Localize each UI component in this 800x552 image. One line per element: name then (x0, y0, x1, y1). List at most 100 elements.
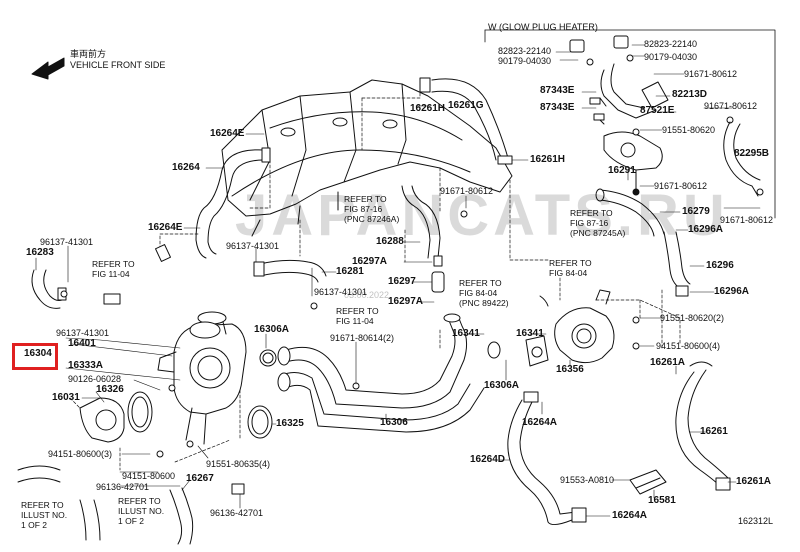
part-label: 96137-41301 (40, 237, 94, 247)
part-label: 87521E (640, 105, 675, 116)
ref-fig-11-04-b: REFER TO FIG 11-04 (336, 306, 379, 326)
part-label: 16264 (172, 162, 200, 173)
part-label: 90179-04030 (498, 56, 552, 66)
part-label: 96136-42701 (210, 508, 264, 518)
part-label: 94151-80600(3) (48, 449, 113, 459)
part-label: 16297A (352, 256, 388, 267)
bracket-16581 (629, 469, 667, 495)
watermark: JAPANCATS.RU (235, 183, 729, 248)
part-label: 82823-22140 (644, 39, 698, 49)
part-label: 16401 (68, 338, 96, 349)
bolts (60, 128, 640, 458)
part-label: 94151-80600 (122, 471, 176, 481)
part-label: 16261G (448, 100, 484, 111)
part-label: 16326 (96, 384, 124, 395)
ref-fig-11-04-a: REFER TO FIG 11-04 (92, 259, 135, 279)
part-label: 16264A (522, 417, 558, 428)
hose-16296 (663, 231, 691, 297)
water-pump-16304 (157, 311, 247, 445)
part-label: 96137-41301 (226, 241, 280, 251)
part-label: 87343E (540, 102, 575, 113)
clip (539, 295, 549, 307)
part-label: 16264D (470, 454, 506, 465)
outlet-16291 (603, 131, 663, 196)
thermostat-housing (79, 391, 153, 443)
hose-16261 (675, 361, 731, 491)
part-label: 16264E (148, 222, 183, 233)
ref-fig-84-04-a: REFER TO FIG 84-04 (PNC 89422) (459, 278, 509, 308)
part-label: 16267 (186, 473, 214, 484)
hose-16283 (31, 269, 67, 309)
part-label: 90179-04030 (644, 52, 698, 62)
part-label: 91671-80612 (720, 215, 774, 225)
part-label: 16261H (410, 103, 446, 114)
part-label: 16306A (254, 324, 290, 335)
pipe-16279 (595, 188, 665, 237)
part-label: 16279 (682, 206, 710, 217)
part-label: 91551-80620(2) (660, 313, 725, 323)
part-label-highlighted: 16304 (24, 348, 52, 359)
watermark-date: 03.00.2022 (344, 290, 390, 300)
highlight-box[interactable] (12, 343, 58, 370)
part-label: 16325 (276, 418, 304, 429)
part-label: 16581 (648, 495, 676, 506)
part-label: 16296A (688, 224, 724, 235)
pipe-16288 (401, 185, 441, 259)
hose-16264d (507, 391, 587, 526)
part-label: 96136-42701 (96, 482, 150, 492)
part-label: 91553-A0810 (560, 475, 615, 485)
front-en-label: VEHICLE FRONT SIDE (70, 60, 166, 70)
ref-illust-1: REFER TO ILLUST NO. 1 OF 2 (21, 500, 68, 530)
part-label: 96137-41301 (314, 287, 368, 297)
part-label: 16341 (516, 328, 544, 339)
ref-fig-84-04-b: REFER TO FIG 84-04 (549, 258, 592, 278)
part-label: 91671-80612 (704, 101, 758, 111)
figure-id: 162312L (738, 516, 774, 526)
part-label: 16283 (26, 247, 54, 258)
part-label: 91551-80620 (662, 125, 716, 135)
part-label: 16297 (388, 276, 416, 287)
part-label: 94151-80600(4) (656, 341, 721, 351)
hose-16261g (419, 77, 513, 165)
part-label: 16333A (68, 360, 104, 371)
hose-16281 (253, 259, 327, 283)
hose-16264 (155, 147, 271, 262)
part-label: 91671-80612 (684, 69, 738, 79)
hose-16267 (169, 487, 194, 545)
front-jp-label: 車両前方 (70, 49, 107, 59)
hose-stub-bottom (79, 499, 101, 541)
part-label: 82823-22140 (498, 46, 552, 56)
gasket-16341 (487, 335, 549, 367)
glow-plug-box (484, 29, 776, 219)
ref-fig-87-16-b: REFER TO FIG 87-16 (PNC 87245A) (570, 208, 626, 238)
ref-fig-87-16: REFER TO FIG 87-16 (PNC 87246A) (344, 194, 400, 224)
part-label: 82295B (734, 148, 770, 159)
part-label: 82213D (672, 89, 708, 100)
gasket-16306a-left (259, 349, 277, 367)
glow-plug-box-title: W (GLOW PLUG HEATER) (488, 22, 598, 32)
part-label: 16341 (452, 328, 480, 339)
part-label: 16261A (650, 357, 686, 368)
part-label: 16288 (376, 236, 404, 247)
part-label: 16264E (210, 128, 245, 139)
part-label: 16261H (530, 154, 566, 165)
part-label: 16291 (608, 165, 636, 176)
part-label: 16306 (380, 417, 408, 428)
part-label: 90126-06028 (68, 374, 122, 384)
part-label: 16261 (700, 426, 728, 437)
part-label: 91551-80635(4) (206, 459, 271, 469)
hose-stub-left (17, 465, 61, 483)
part-label: 16356 (556, 364, 584, 375)
part-label: 16261A (736, 476, 772, 487)
part-label: 91671-80612 (654, 181, 708, 191)
front-arrow-icon (31, 57, 65, 80)
part-label: 91671-80612 (440, 186, 494, 196)
part-label: 16296 (706, 260, 734, 271)
gasket-16325 (247, 405, 273, 439)
glow-plug-heater (569, 35, 764, 197)
part-label: 91671-80614(2) (330, 333, 395, 343)
part-label: 16297A (388, 296, 424, 307)
part-label: 16031 (52, 392, 80, 403)
